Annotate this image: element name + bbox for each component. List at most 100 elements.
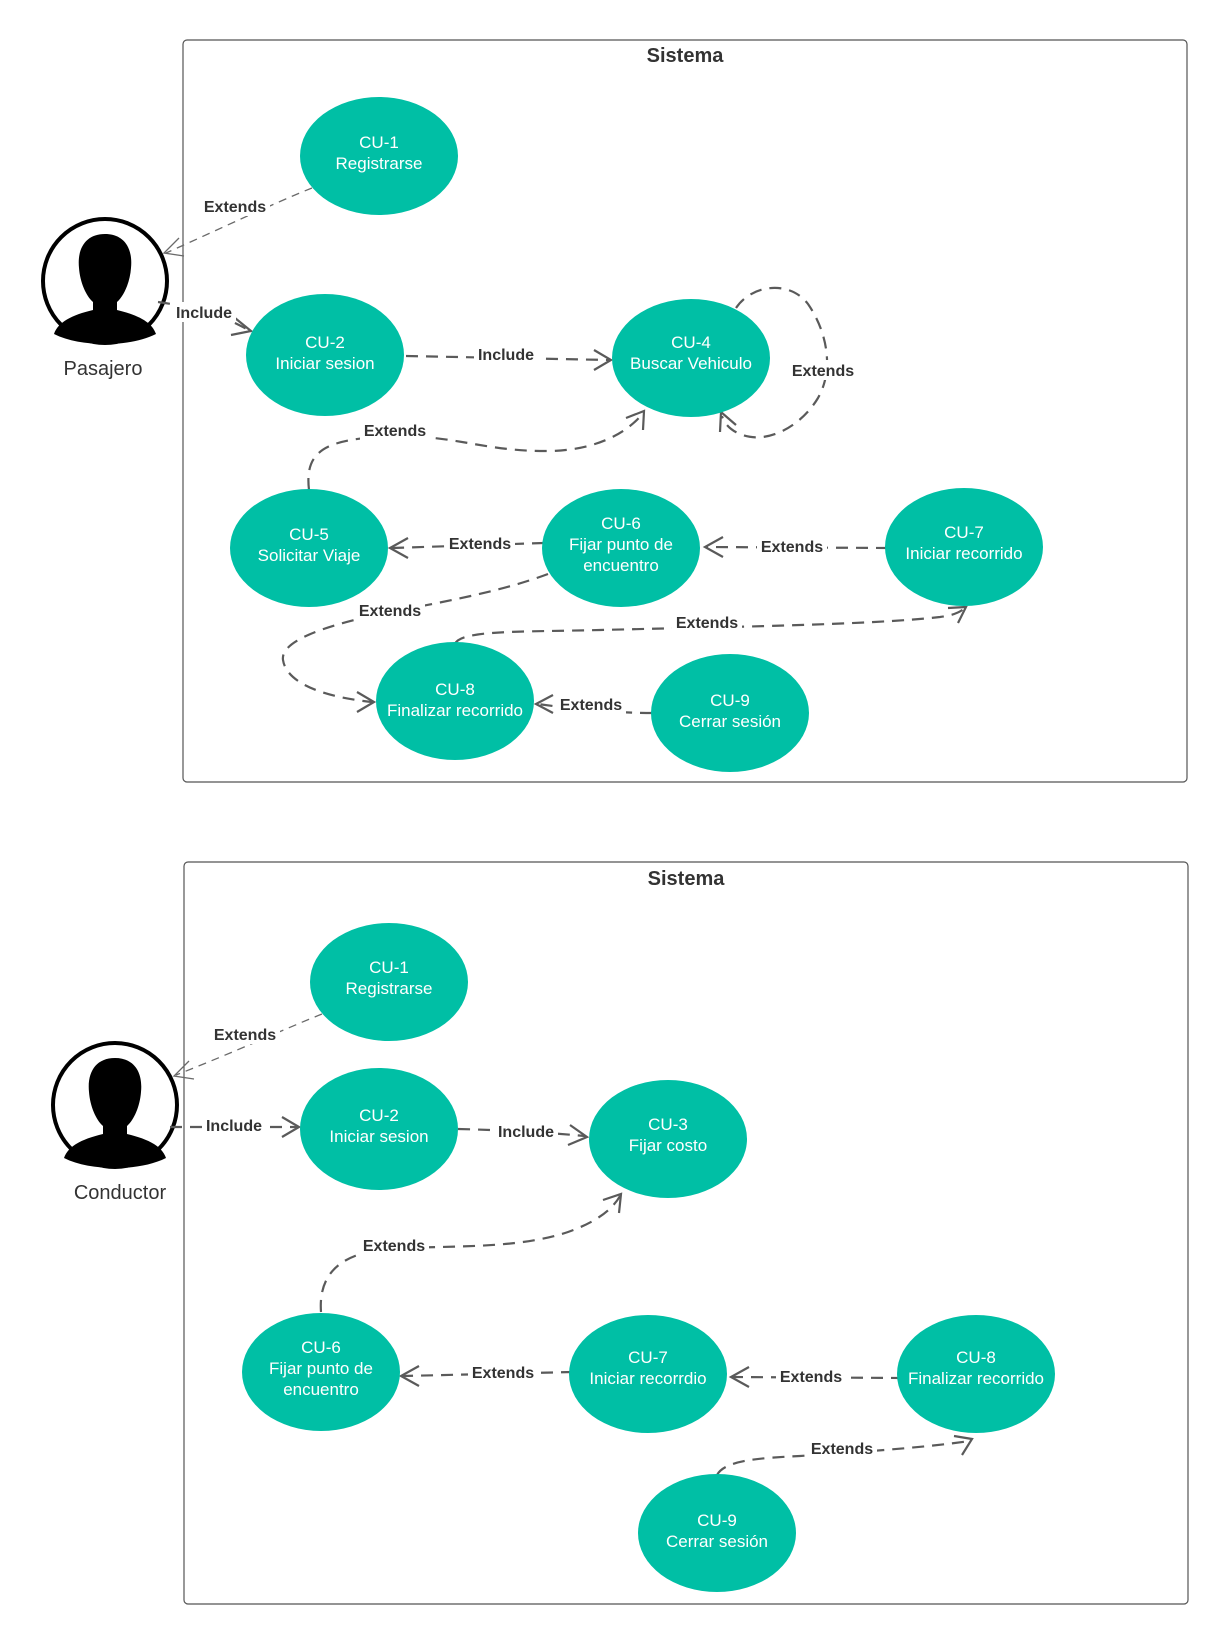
use-case-label: Iniciar sesion (329, 1127, 428, 1146)
use-case-id: CU-6 (301, 1338, 341, 1357)
use-case-label: Iniciar recorrido (905, 544, 1022, 563)
relation-labels: Extends Include Include Extends Extends … (202, 1024, 877, 1458)
edge-label: Extends (780, 1369, 842, 1386)
edge-label: Extends (359, 603, 421, 620)
use-case-label: Iniciar sesion (275, 354, 374, 373)
edge-label: Extends (364, 423, 426, 440)
use-case-cu1[interactable]: CU-1 Registrarse (310, 923, 468, 1041)
edge-label: Extends (676, 615, 738, 632)
use-case-label: encuentro (583, 556, 659, 575)
arrowhead (593, 349, 614, 371)
use-case-cu9[interactable]: CU-9 Cerrar sesión (638, 1474, 796, 1592)
use-case-id: CU-8 (956, 1348, 996, 1367)
arrowhead (162, 237, 185, 257)
use-case-label: Finalizar recorrido (908, 1369, 1044, 1388)
edge-label: Include (478, 347, 534, 364)
arrowhead (602, 1192, 623, 1214)
use-case-cu6[interactable]: CU-6 Fijar punto de encuentro (242, 1313, 400, 1431)
use-case-id: CU-3 (648, 1115, 688, 1134)
arrowhead (387, 537, 409, 559)
use-case-label: encuentro (283, 1380, 359, 1399)
use-case-cu9[interactable]: CU-9 Cerrar sesión (651, 654, 809, 772)
use-case-id: CU-1 (359, 133, 399, 152)
use-case-label: Finalizar recorrido (387, 701, 523, 720)
use-case-cu4[interactable]: CU-4 Buscar Vehiculo (612, 299, 770, 417)
arrowhead (567, 1124, 590, 1147)
use-case-cu3[interactable]: CU-3 Fijar costo (589, 1080, 747, 1198)
use-case-id: CU-1 (369, 958, 409, 977)
person-silhouette-icon (64, 1058, 166, 1168)
use-case-cu8[interactable]: CU-8 Finalizar recorrido (376, 642, 534, 760)
use-case-cu6[interactable]: CU-6 Fijar punto de encuentro (542, 489, 700, 607)
arrowhead (356, 691, 377, 713)
arrowhead (625, 409, 646, 431)
use-case-label: Fijar costo (629, 1136, 707, 1155)
use-case-label: Registrarse (346, 979, 433, 998)
use-case-cu8[interactable]: CU-8 Finalizar recorrido (897, 1315, 1055, 1433)
edge-cu5-cu4 (307, 412, 644, 491)
arrowhead (947, 605, 968, 624)
arrowhead (953, 1434, 974, 1456)
edge-label: Extends (214, 1027, 276, 1044)
edge-cu1-pasajero (165, 187, 313, 254)
arrowhead (398, 1365, 420, 1387)
edge-label: Extends (560, 697, 622, 714)
system-title: Sistema (647, 45, 725, 67)
diagram-conductor: Sistema Conductor (51, 861, 1189, 1605)
edge-label: Extends (449, 536, 511, 553)
diagram-pasajero: Sistema Pasajero (41, 39, 1188, 783)
use-case-id: CU-2 (305, 333, 345, 352)
arrowhead (230, 317, 254, 337)
edge-label: Include (176, 305, 232, 322)
use-case-id: CU-5 (289, 525, 329, 544)
edge-label: Extends (792, 363, 854, 380)
use-case-cu7[interactable]: CU-7 Iniciar recorrdio (569, 1315, 727, 1433)
relation-labels: Extends Include Include Extends Extends … (172, 196, 858, 714)
edge-cu9-cu8 (537, 702, 653, 715)
use-case-label: Fijar punto de (569, 535, 673, 554)
edge-label: Extends (204, 199, 266, 216)
edge-label: Extends (761, 539, 823, 556)
edge-label: Include (498, 1124, 554, 1141)
use-case-cu5[interactable]: CU-5 Solicitar Viaje (230, 489, 388, 607)
edge-label: Extends (811, 1441, 873, 1458)
use-case-id: CU-4 (671, 333, 711, 352)
use-case-cu2[interactable]: CU-2 Iniciar sesion (246, 294, 404, 416)
use-case-id: CU-7 (944, 523, 984, 542)
actor-conductor[interactable]: Conductor (51, 1041, 179, 1204)
use-case-label: Fijar punto de (269, 1359, 373, 1378)
use-case-id: CU-9 (710, 691, 750, 710)
arrowhead (533, 694, 554, 714)
use-case-id: CU-7 (628, 1348, 668, 1367)
use-case-label: Registrarse (336, 154, 423, 173)
edge-label: Extends (472, 1365, 534, 1382)
edge-cu6-cu5 (391, 541, 545, 550)
actor-pasajero[interactable]: Pasajero (41, 217, 169, 380)
use-case-cu1[interactable]: CU-1 Registrarse (300, 97, 458, 215)
actor-name: Conductor (74, 1182, 167, 1204)
arrowhead (728, 1366, 750, 1388)
edge-cu6-cu8 (281, 572, 549, 704)
use-case-label: Buscar Vehiculo (630, 354, 752, 373)
use-case-label: Solicitar Viaje (258, 546, 361, 565)
person-silhouette-icon (54, 234, 156, 344)
arrowhead (172, 1060, 195, 1080)
system-title: Sistema (648, 868, 726, 890)
use-case-label: Cerrar sesión (666, 1532, 768, 1551)
edge-label: Extends (363, 1238, 425, 1255)
arrowhead (281, 1116, 302, 1138)
use-case-label: Cerrar sesión (679, 712, 781, 731)
arrowhead (702, 536, 724, 558)
edge-cu6-cu3 (319, 1195, 621, 1313)
use-case-id: CU-9 (697, 1511, 737, 1530)
actor-name: Pasajero (64, 358, 143, 380)
edge-label: Include (206, 1118, 262, 1135)
edge-cu4-self (720, 286, 829, 439)
use-case-id: CU-6 (601, 514, 641, 533)
use-case-label: Iniciar recorrdio (589, 1369, 706, 1388)
use-case-id: CU-8 (435, 680, 475, 699)
use-case-id: CU-2 (359, 1106, 399, 1125)
use-case-cu2[interactable]: CU-2 Iniciar sesion (300, 1068, 458, 1190)
use-case-cu7[interactable]: CU-7 Iniciar recorrido (885, 488, 1043, 606)
